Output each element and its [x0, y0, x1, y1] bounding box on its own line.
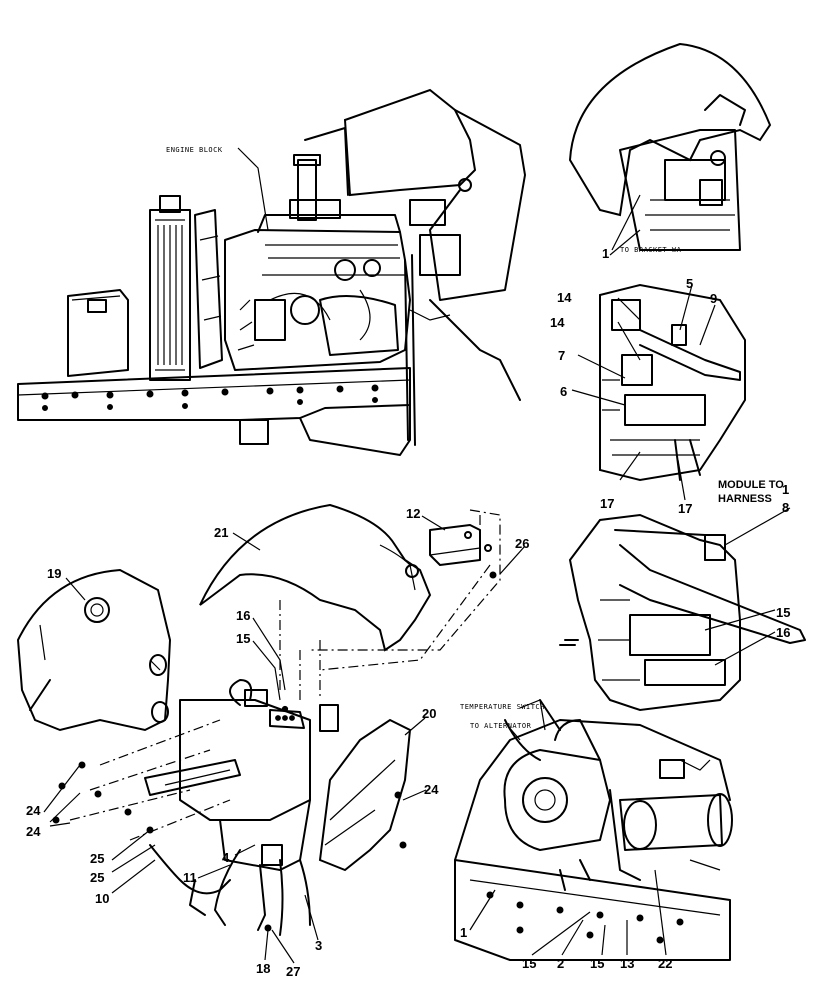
exploded-assembly-view [16, 503, 501, 936]
callout: 18 [256, 961, 270, 976]
callout: 19 [47, 566, 61, 581]
callout: 6 [560, 384, 567, 399]
callout: 15 [236, 631, 250, 646]
callout: 1 [460, 925, 467, 940]
to-bracket-label: TO BRACKET WA [620, 246, 682, 254]
callout: 17 [678, 501, 692, 516]
engine-block-label: ENGINE BLOCK [166, 146, 223, 154]
module-to-label: MODULE TO [718, 479, 784, 491]
top-right-module-view [568, 42, 772, 256]
callout: 25 [90, 851, 104, 866]
callout: 3 [315, 938, 322, 953]
callout: 15 [522, 956, 536, 971]
callout: 14 [550, 315, 565, 330]
callouts: 1 5 9 14 14 7 6 17 17 1 8 15 16 21 12 26… [26, 246, 790, 979]
temperature-switch-label: TEMPERATURE SWITCH [460, 703, 545, 711]
callout: 16 [236, 608, 250, 623]
callout: 14 [557, 290, 572, 305]
to-alternator-label: TO ALTERNATOR [470, 722, 532, 730]
callout: 15 [590, 956, 604, 971]
engine-chassis-view [17, 88, 526, 456]
callout: 12 [406, 506, 420, 521]
callout: 7 [558, 348, 565, 363]
callout: 24 [424, 782, 439, 797]
callout: 13 [620, 956, 634, 971]
alternator-starter-view [454, 699, 733, 961]
callout: 20 [422, 706, 436, 721]
callout: 24 [26, 803, 41, 818]
callout: 2 [557, 956, 564, 971]
callout: 10 [95, 891, 109, 906]
callout: 1 [602, 246, 609, 261]
callout: 15 [776, 605, 790, 620]
annotations: ENGINE BLOCK TO BRACKET WA MODULE TO HAR… [166, 146, 784, 730]
lower-right-harness-view [559, 513, 806, 712]
callout: 22 [658, 956, 672, 971]
callout: 16 [776, 625, 790, 640]
callout: 8 [782, 500, 789, 515]
mid-right-console-view [599, 283, 746, 482]
callout: 5 [686, 276, 693, 291]
callout: 25 [90, 870, 104, 885]
callout: 17 [600, 496, 614, 511]
harness-label: HARNESS [718, 493, 772, 505]
callout: 27 [286, 964, 300, 979]
leader-lines [43, 147, 791, 964]
callout: 4 [222, 850, 230, 865]
callout: 11 [183, 870, 197, 885]
callout: 9 [710, 291, 717, 306]
callout: 1 [782, 482, 789, 497]
callout: 26 [515, 536, 529, 551]
callout: 24 [26, 824, 41, 839]
callout: 21 [214, 525, 228, 540]
